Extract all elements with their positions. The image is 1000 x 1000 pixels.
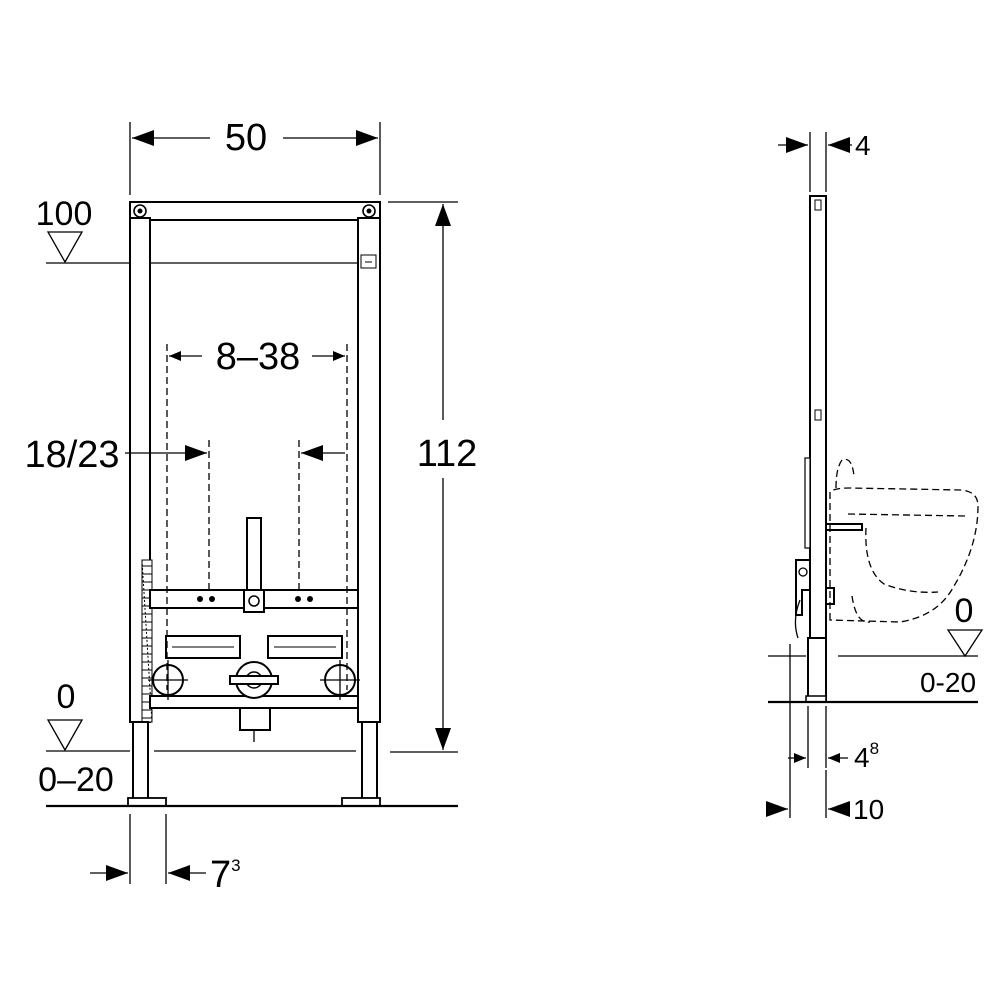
spacing-dimension: 8–38 [166,336,348,690]
height-dimension: 112 [388,201,478,753]
bidet-outline [829,458,979,623]
front-view: 50 112 100 [24,117,477,896]
side-floor-level-label: 0 [955,592,974,630]
width-label: 50 [225,117,267,159]
bottom-depth-label: 10 [853,794,884,825]
mounting-hardware [148,517,360,742]
level-triangle-icon [946,629,984,658]
side-view: 4 0 [766,130,984,825]
height-label: 112 [417,433,478,475]
spacing-label: 8–38 [216,336,301,378]
top-depth-label: 4 [855,130,871,161]
level-triangle-icon [46,231,84,264]
floor-range-label: 0–20 [38,761,114,799]
foot-dimension: 73 [90,814,241,896]
side-floor-level: 0 0-20 [768,592,984,704]
floor-level-label: 0 [57,678,76,716]
level-triangle-icon [46,719,84,752]
width-dimension: 50 [129,117,381,195]
frame-profile [794,195,863,703]
mid-depth-label: 48 [854,739,879,773]
floor-level-marker: 0 0–20 [38,678,458,808]
offset-dimension: 18/23 [24,434,345,590]
top-depth-dimension: 4 [778,130,871,192]
mid-depth-dimension: 48 [788,706,879,773]
installation-frame [127,201,381,807]
top-level-marker: 100 [36,195,358,264]
top-level-label: 100 [36,195,93,233]
side-offset-label: 18/23 [24,434,119,476]
side-floor-range-label: 0-20 [920,667,976,698]
foot-label: 73 [210,854,241,896]
bottom-depth-dimension: 10 [766,644,884,825]
